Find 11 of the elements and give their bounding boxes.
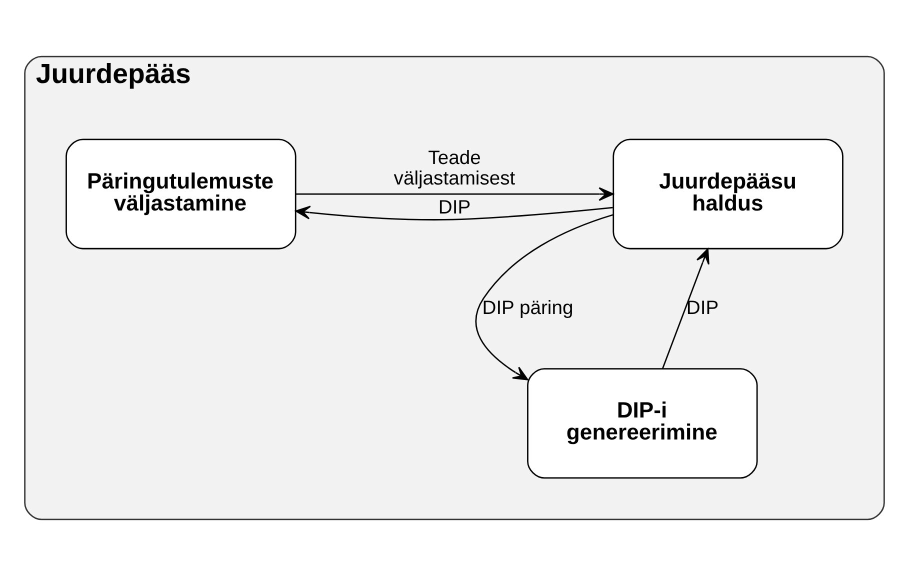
edge-label: DIP päring bbox=[482, 296, 574, 319]
arrow bbox=[475, 214, 614, 380]
arrow bbox=[296, 187, 614, 201]
edge-label: Teade väljastamisest bbox=[394, 146, 516, 190]
node-box: DIP-i genereerimine bbox=[527, 368, 758, 479]
node-box: Päringutulemuste väljastamine bbox=[66, 138, 296, 250]
arrow bbox=[662, 248, 710, 369]
edge-label: DIP bbox=[438, 196, 471, 219]
node-box: Juurdepääsu haldus bbox=[612, 138, 844, 250]
arrow bbox=[295, 206, 613, 220]
edge-label: DIP bbox=[686, 296, 719, 319]
